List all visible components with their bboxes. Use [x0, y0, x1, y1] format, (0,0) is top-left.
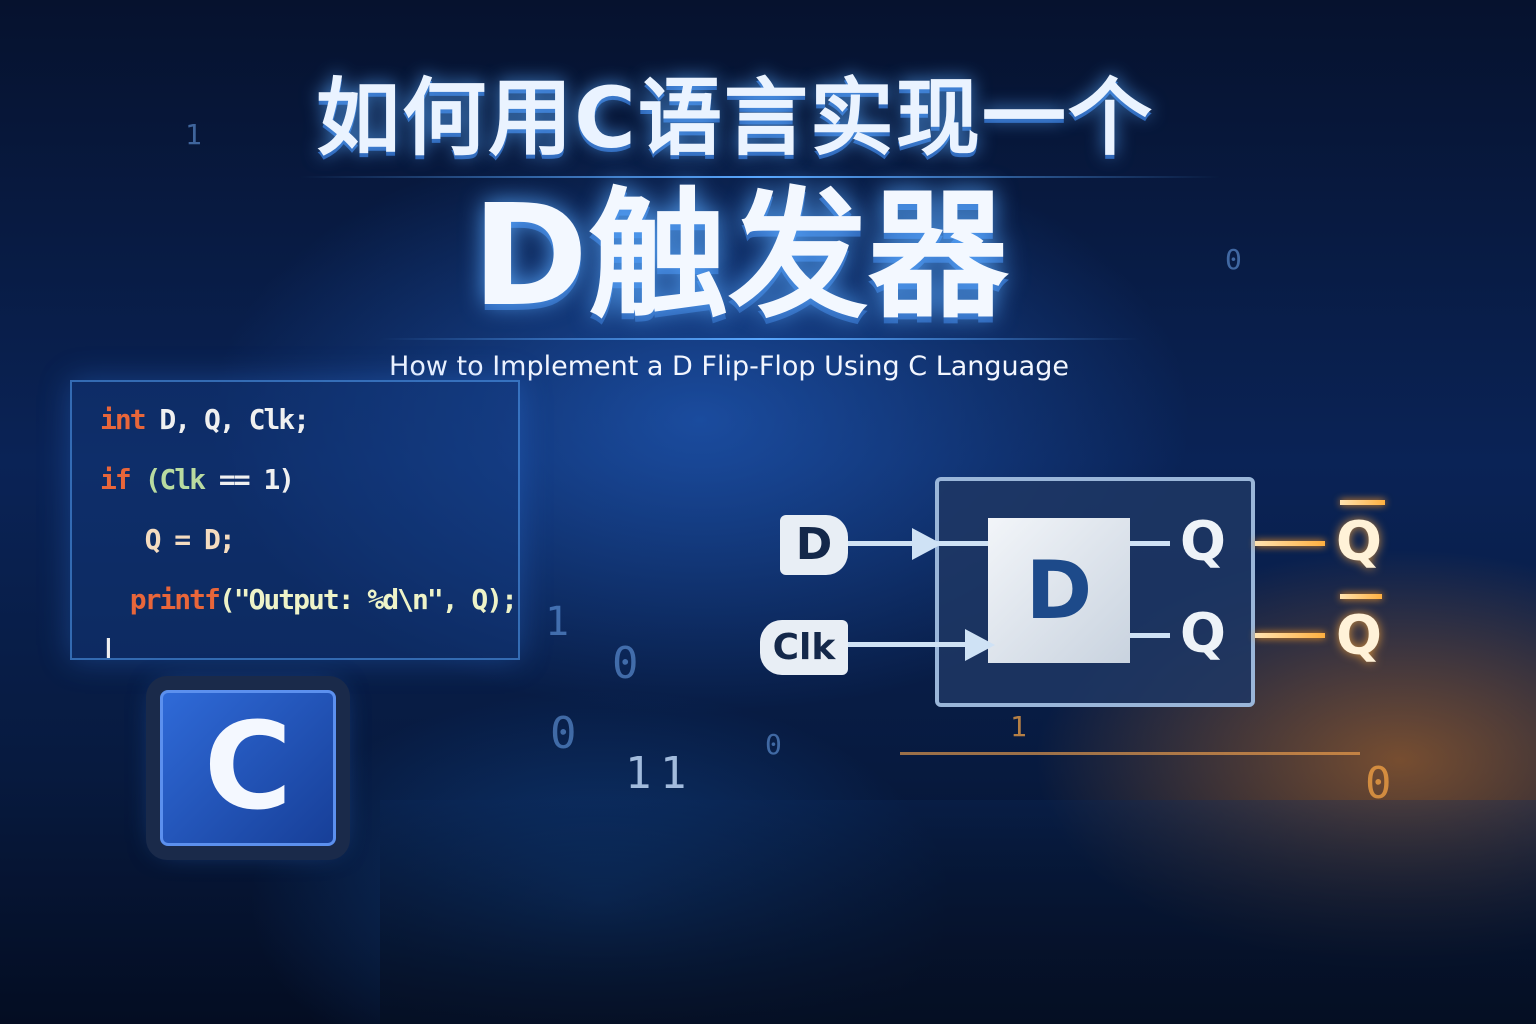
binary-digit: 0 — [1365, 758, 1392, 809]
arrow-icon — [965, 629, 995, 661]
binary-digit: 1 — [545, 599, 570, 645]
q-wire — [1130, 541, 1170, 546]
ext-output-q: Q — [1336, 510, 1382, 573]
code-line: Q = D; — [100, 510, 518, 570]
binary-digit: 1 — [185, 118, 202, 151]
code-line: if (Clk == 1) — [100, 450, 518, 510]
code-panel: int D, Q, Clk; if (Clk == 1) Q = D; prin… — [70, 380, 520, 660]
code-text: ("Output: %d\n", Q); — [218, 583, 518, 616]
binary-digit: 0 — [1225, 243, 1242, 276]
input-d-tag: D — [780, 515, 848, 575]
binary-digit: 1 — [1010, 710, 1027, 743]
binary-digit: 1 — [660, 748, 687, 799]
output-qbar: Q — [1180, 602, 1226, 665]
binary-digit: 0 — [765, 728, 782, 761]
circuit-board — [380, 800, 1536, 1024]
clk-wire — [848, 642, 978, 647]
keyword: int — [100, 403, 147, 436]
code-text: Q = D; — [100, 523, 236, 556]
function-name: printf — [100, 583, 221, 616]
input-clk-tag: Clk — [760, 620, 848, 675]
subtitle: How to Implement a D Flip-Flop Using C L… — [389, 351, 1069, 382]
binary-digit: 0 — [550, 708, 577, 759]
chip-label: C — [203, 698, 293, 837]
code-line: printf("Output: %d\n", Q); — [100, 570, 518, 630]
ext-qbar-wire — [1255, 633, 1325, 638]
title-line-2: D触发器 — [471, 175, 1009, 338]
code-text: == 1) — [204, 463, 295, 496]
code-text: D, Q, Clk; — [144, 403, 310, 436]
ext-output-qbar: Q — [1336, 604, 1382, 667]
binary-digit: 0 — [612, 638, 639, 689]
d-block: D — [988, 518, 1130, 663]
code-text: (Clk — [129, 463, 206, 496]
block-label: D — [1025, 544, 1093, 637]
title-line-1: 如何用C语言实现一个 — [316, 69, 1154, 167]
divider — [380, 338, 1140, 340]
binary-digit: 1 — [625, 748, 652, 799]
ext-q-wire — [1255, 541, 1325, 546]
c-chip-icon: C — [160, 690, 336, 846]
overline — [1340, 594, 1382, 599]
cursor: | — [100, 633, 117, 660]
keyword: if — [100, 463, 132, 496]
divider — [300, 176, 1220, 178]
arrow-icon — [912, 528, 942, 560]
ruler-line — [900, 752, 1360, 755]
code-line: int D, Q, Clk; — [100, 390, 518, 450]
output-q: Q — [1180, 510, 1226, 573]
qbar-wire — [1130, 633, 1170, 638]
overline — [1340, 500, 1385, 505]
